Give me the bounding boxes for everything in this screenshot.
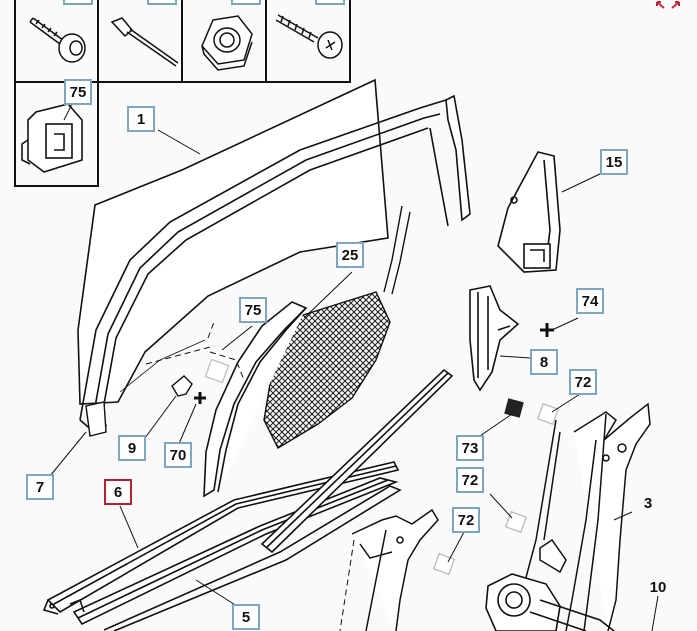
- hex-nut-icon: [201, 15, 253, 71]
- callout-75-cover[interactable]: 75: [239, 297, 267, 323]
- inner-waist-seal: [69, 477, 399, 626]
- callout-8[interactable]: 8: [530, 349, 558, 375]
- bolt-icon: [29, 17, 86, 63]
- callout-5[interactable]: 5: [232, 604, 260, 630]
- callout-25[interactable]: 25: [336, 242, 364, 268]
- expand-icon[interactable]: [655, 0, 681, 10]
- square-fastener-75: [204, 358, 230, 384]
- callout-9[interactable]: 9: [118, 435, 146, 461]
- callout-72-upper[interactable]: 72: [569, 369, 597, 395]
- shade-cover: [203, 301, 308, 498]
- callout-72-middle[interactable]: 72: [456, 467, 484, 493]
- callout-70[interactable]: 70: [164, 442, 192, 468]
- callout-7[interactable]: 7: [26, 474, 54, 500]
- regulator-motor: [485, 573, 615, 631]
- rivet-icon: [110, 17, 179, 67]
- callout-1[interactable]: 1: [127, 106, 155, 132]
- channel-end-piece: [85, 401, 107, 437]
- dark-pad-73: [504, 398, 524, 418]
- clip-icon: [21, 103, 83, 173]
- screw-icon: [275, 14, 343, 59]
- sunshade-mesh: [263, 291, 391, 449]
- lower-rail: [103, 368, 454, 631]
- corner-trim: [497, 151, 561, 273]
- secondary-regulator: [339, 508, 439, 631]
- guide-clip: [171, 375, 193, 397]
- callout-74[interactable]: 74: [576, 288, 604, 314]
- callout-72-lower[interactable]: 72: [452, 507, 480, 533]
- callout-73[interactable]: 73: [456, 435, 484, 461]
- cross-fastener-74: [540, 323, 554, 337]
- assembly-dash-lines: [145, 321, 245, 381]
- cross-fastener-70: [194, 392, 206, 404]
- callout-3[interactable]: 3: [643, 494, 653, 512]
- callout-15[interactable]: 15: [600, 149, 628, 175]
- callout-10[interactable]: 10: [649, 578, 667, 596]
- fastener-inset-table: [14, 0, 351, 187]
- mounting-bracket: [469, 285, 520, 392]
- callout-75-clip[interactable]: 75: [64, 79, 92, 105]
- callout-6[interactable]: 6: [104, 479, 132, 505]
- window-frame: [79, 94, 471, 433]
